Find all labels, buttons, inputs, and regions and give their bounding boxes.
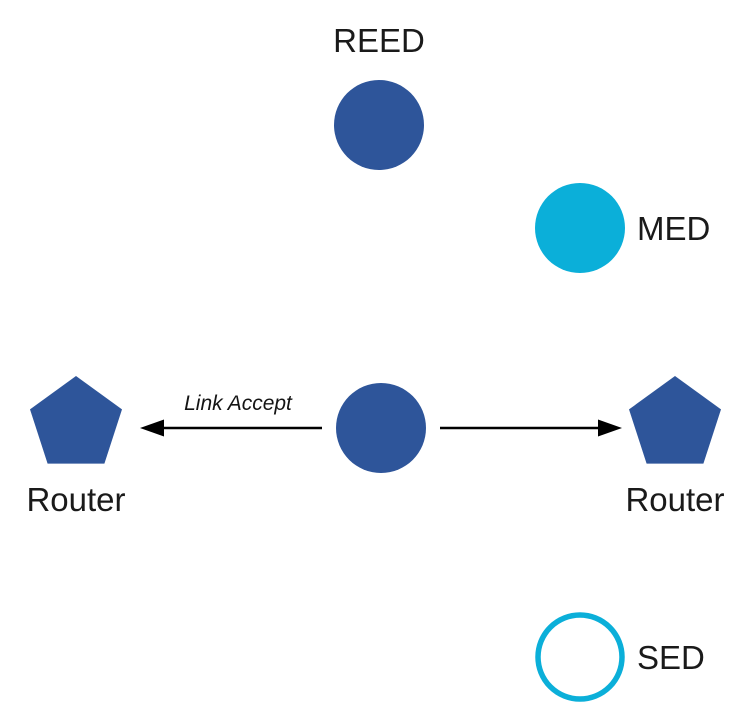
edge-label-link-accept: Link Accept <box>184 392 293 415</box>
node-leader-center[interactable] <box>336 383 426 473</box>
edge-center-to-router-left[interactable]: Link Accept <box>140 392 322 437</box>
med-circle-icon <box>535 183 625 273</box>
node-med[interactable]: MED <box>535 183 710 273</box>
med-label: MED <box>637 210 710 247</box>
arrowhead-right-icon <box>598 419 622 437</box>
edges-layer: Link Accept <box>140 392 622 437</box>
router-left-label: Router <box>26 481 125 518</box>
node-router-right[interactable]: Router <box>625 376 725 518</box>
leader-center-circle-icon <box>336 383 426 473</box>
sed-circle-outline-icon <box>535 612 625 702</box>
router-left-pentagon-icon <box>30 376 122 464</box>
node-sed[interactable]: SED <box>535 612 705 702</box>
sed-label: SED <box>637 639 705 676</box>
arrowhead-left-icon <box>140 419 164 437</box>
reed-circle-icon <box>334 80 424 170</box>
node-router-left[interactable]: Router <box>26 376 126 518</box>
router-right-pentagon-icon <box>629 376 721 464</box>
reed-label: REED <box>333 22 425 59</box>
edge-center-to-router-right[interactable] <box>440 419 622 437</box>
node-reed[interactable]: REED <box>333 22 425 170</box>
router-right-label: Router <box>625 481 724 518</box>
nodes-layer: REED MED Router Router <box>26 22 725 702</box>
